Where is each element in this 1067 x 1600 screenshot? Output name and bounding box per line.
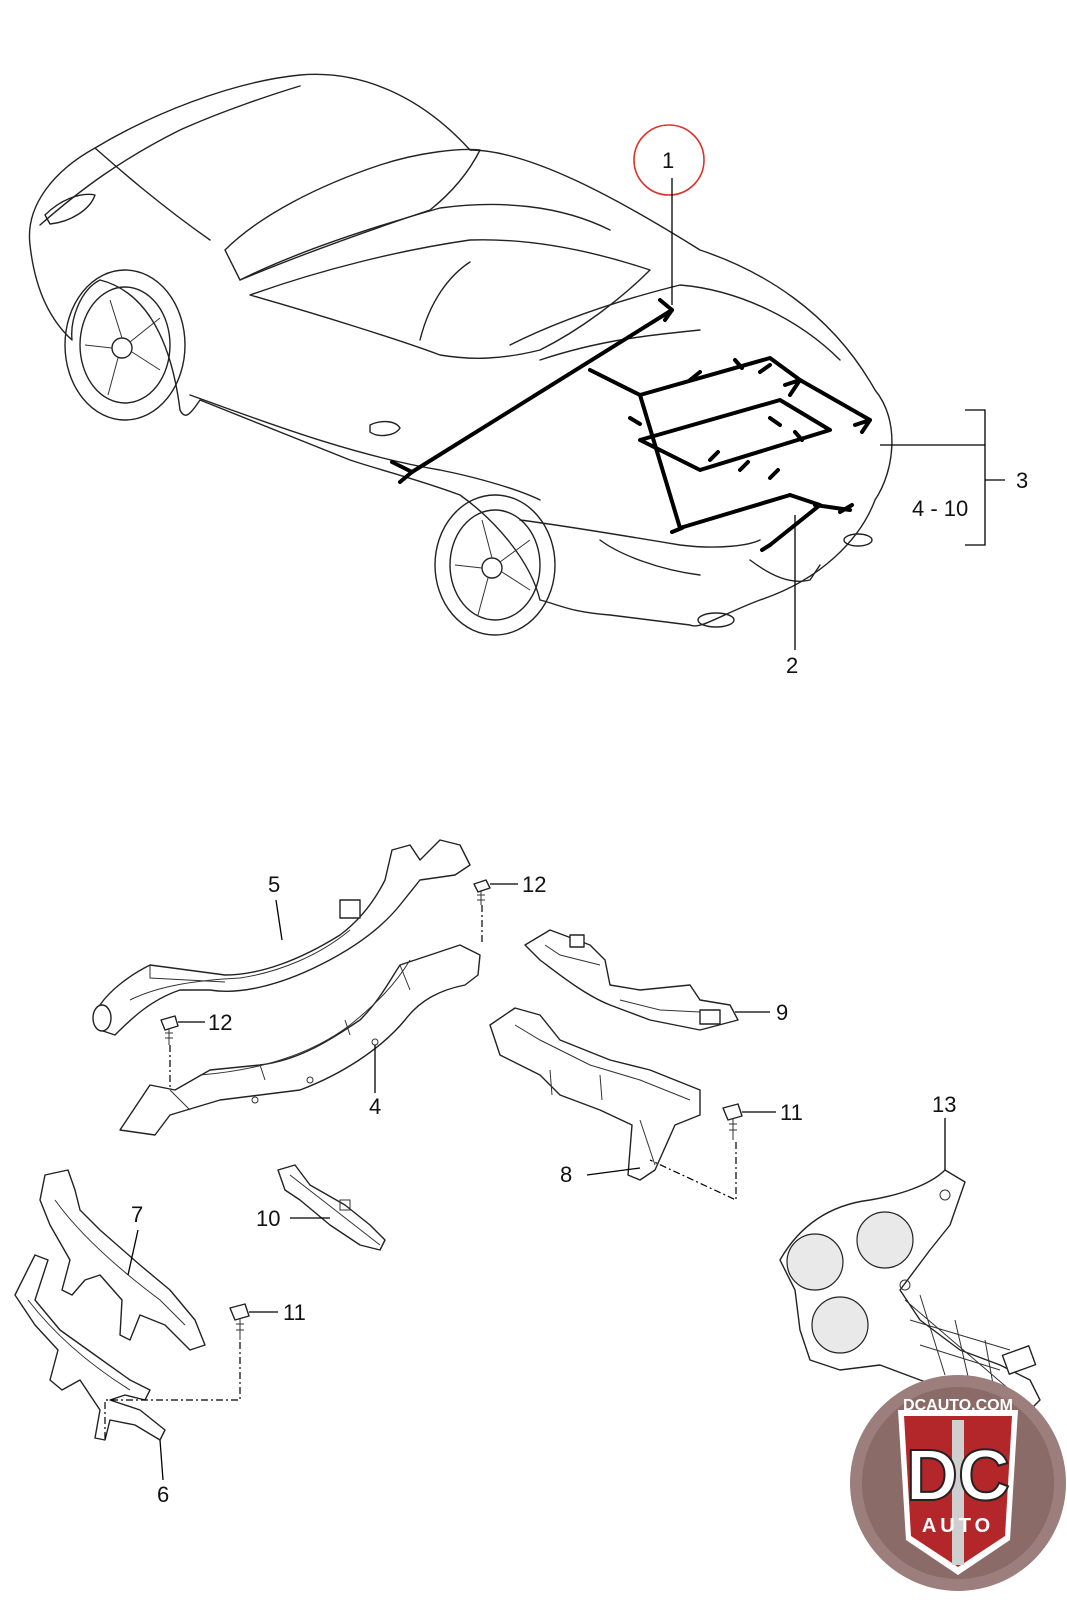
callout-11b: 11 <box>283 1300 306 1325</box>
part-5-bracket <box>92 839 471 1036</box>
callout-3: 3 <box>1016 468 1028 493</box>
callout-13: 13 <box>932 1092 956 1117</box>
callout-9: 9 <box>776 1000 788 1025</box>
screw-11b <box>229 1303 250 1340</box>
car-illustration <box>28 73 1005 650</box>
screw-11a <box>722 1103 743 1140</box>
logo-stripe <box>952 1420 964 1565</box>
callout-12a: 12 <box>522 872 546 897</box>
part-4-bracket <box>119 944 481 1136</box>
screw-12a <box>473 879 491 905</box>
part-8-bracket <box>489 1007 701 1181</box>
part-13-cover <box>779 1169 1041 1421</box>
logo-sub-text: AUTO <box>922 1515 994 1537</box>
wiring-harness <box>390 298 872 552</box>
callout-12b: 12 <box>208 1010 232 1035</box>
callout-5: 5 <box>268 872 280 897</box>
callout-10: 10 <box>256 1206 280 1231</box>
dcauto-logo: DCAUTO.COM DC AUTO <box>850 1375 1066 1591</box>
part-9-bracket <box>524 929 739 1031</box>
callout-7: 7 <box>131 1202 143 1227</box>
highlight-circle <box>633 124 705 196</box>
callout-1: 1 <box>662 148 674 173</box>
part-6-bracket <box>14 1254 166 1441</box>
callout-4-10: 4 - 10 <box>912 496 968 521</box>
part-10-clip <box>277 1164 386 1251</box>
front-wheel <box>64 269 186 421</box>
logo-mark-text: DC <box>906 1436 1010 1516</box>
callout-11a: 11 <box>780 1100 803 1125</box>
screw-12b <box>160 1015 179 1045</box>
callout-8: 8 <box>560 1162 572 1187</box>
callout-2: 2 <box>786 653 798 678</box>
logo-site-text: DCAUTO.COM <box>903 1397 1013 1414</box>
part-7-bracket <box>39 1169 206 1351</box>
callout-4: 4 <box>369 1094 381 1119</box>
callout-6: 6 <box>157 1482 169 1507</box>
rear-wheel <box>434 494 556 636</box>
